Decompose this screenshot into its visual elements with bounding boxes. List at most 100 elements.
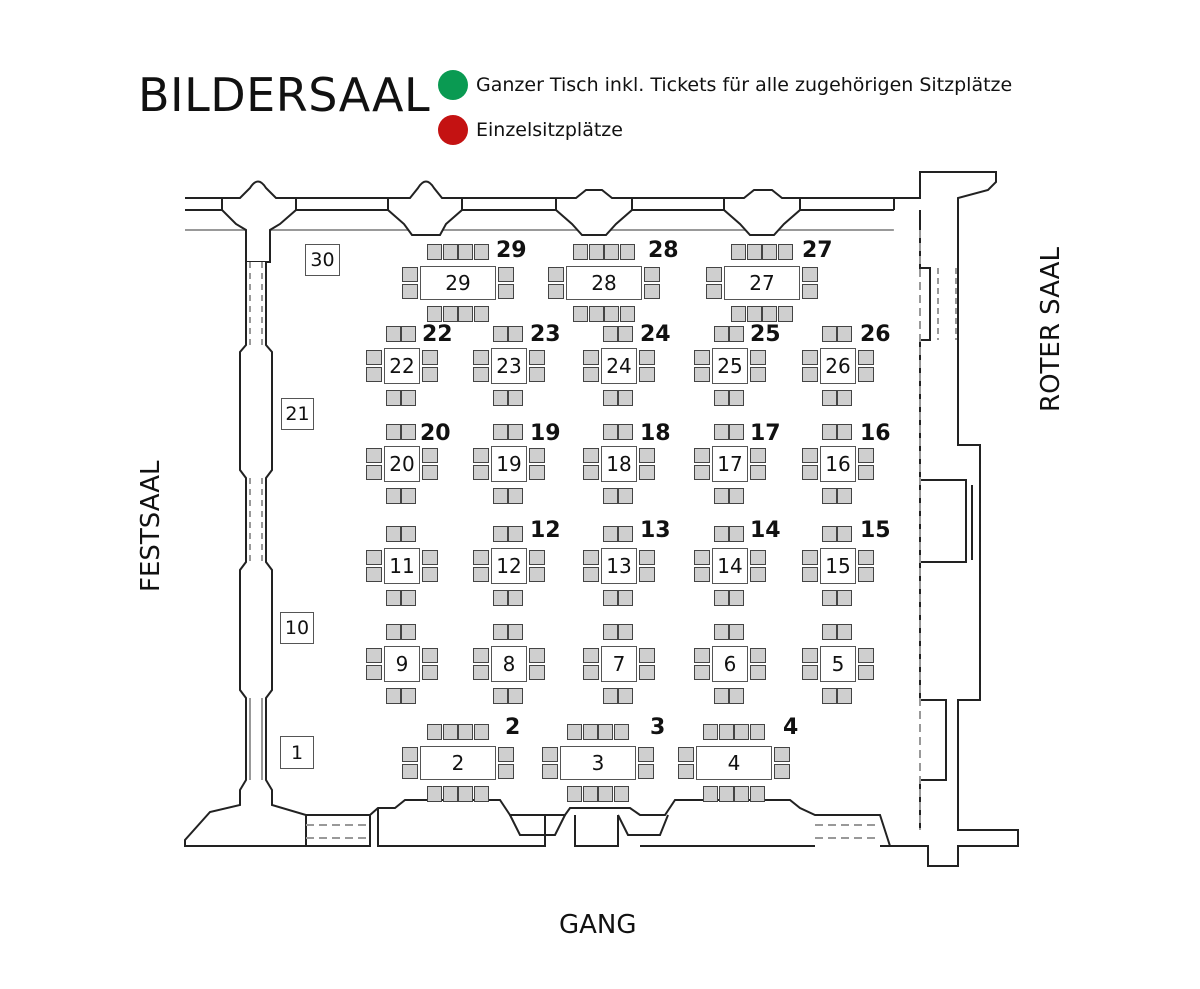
seat[interactable] [822,424,837,440]
seat[interactable] [822,590,837,606]
seat[interactable] [694,448,710,463]
seat[interactable] [473,567,489,582]
seat[interactable] [386,424,401,440]
seat[interactable] [802,350,818,365]
side-table-10[interactable]: 10 [280,612,314,644]
seat[interactable] [386,390,401,406]
seat[interactable] [714,526,729,542]
seat[interactable] [858,350,874,365]
seat[interactable] [802,648,818,663]
seat[interactable] [442,244,458,260]
seat[interactable] [582,724,598,740]
seat[interactable] [493,390,508,406]
seat[interactable] [729,390,744,406]
seat[interactable] [401,488,416,504]
seat[interactable] [401,390,416,406]
seat[interactable] [750,567,766,582]
seat[interactable] [749,724,765,740]
seat[interactable] [386,590,401,606]
seat[interactable] [734,786,749,802]
seat[interactable] [694,350,710,365]
seat[interactable] [473,786,489,802]
seat[interactable] [837,488,852,504]
seat[interactable] [750,367,766,382]
table-24[interactable]: 24 [601,348,637,384]
seat[interactable] [603,326,618,342]
seat[interactable] [548,284,564,299]
seat[interactable] [508,488,523,504]
seat[interactable] [603,590,618,606]
seat[interactable] [567,786,582,802]
seat[interactable] [529,367,545,382]
seat[interactable] [583,367,599,382]
seat[interactable] [401,526,416,542]
seat[interactable] [618,590,633,606]
seat[interactable] [529,648,545,663]
seat[interactable] [618,424,633,440]
seat[interactable] [750,665,766,680]
seat[interactable] [858,567,874,582]
seat[interactable] [837,424,852,440]
seat[interactable] [604,244,619,260]
seat[interactable] [749,786,765,802]
seat[interactable] [493,488,508,504]
seat[interactable] [427,724,442,740]
seat[interactable] [573,244,588,260]
seat[interactable] [542,764,558,779]
seat[interactable] [618,390,633,406]
seat[interactable] [694,367,710,382]
seat[interactable] [718,724,734,740]
seat[interactable] [583,567,599,582]
seat[interactable] [750,465,766,480]
seat[interactable] [422,350,438,365]
table-14[interactable]: 14 [712,548,748,584]
table-27[interactable]: 27 [724,266,800,300]
seat[interactable] [750,448,766,463]
seat[interactable] [567,724,582,740]
seat[interactable] [508,390,523,406]
seat[interactable] [386,624,401,640]
seat[interactable] [473,648,489,663]
table-19[interactable]: 19 [491,446,527,482]
seat[interactable] [493,688,508,704]
seat[interactable] [714,424,729,440]
table-20[interactable]: 20 [384,446,420,482]
seat[interactable] [473,665,489,680]
seat[interactable] [729,424,744,440]
seat[interactable] [442,724,458,740]
seat[interactable] [508,424,523,440]
seat[interactable] [714,688,729,704]
seat[interactable] [529,665,545,680]
seat[interactable] [473,306,489,322]
seat[interactable] [858,550,874,565]
seat[interactable] [422,465,438,480]
seat[interactable] [858,465,874,480]
seat[interactable] [619,306,635,322]
seat[interactable] [802,448,818,463]
seat[interactable] [422,550,438,565]
seat[interactable] [366,567,382,582]
seat[interactable] [694,648,710,663]
seat[interactable] [422,367,438,382]
seat[interactable] [750,350,766,365]
table-22[interactable]: 22 [384,348,420,384]
seat[interactable] [442,786,458,802]
seat[interactable] [802,284,818,299]
seat[interactable] [508,326,523,342]
seat[interactable] [508,526,523,542]
seat[interactable] [729,624,744,640]
seat[interactable] [583,448,599,463]
seat[interactable] [618,526,633,542]
table-12[interactable]: 12 [491,548,527,584]
seat[interactable] [529,465,545,480]
seat[interactable] [639,648,655,663]
seat[interactable] [729,590,744,606]
table-23[interactable]: 23 [491,348,527,384]
seat[interactable] [402,284,418,299]
table-26[interactable]: 26 [820,348,856,384]
seat[interactable] [498,267,514,282]
seat[interactable] [386,526,401,542]
seat[interactable] [402,764,418,779]
seat[interactable] [401,624,416,640]
table-29[interactable]: 29 [420,266,496,300]
